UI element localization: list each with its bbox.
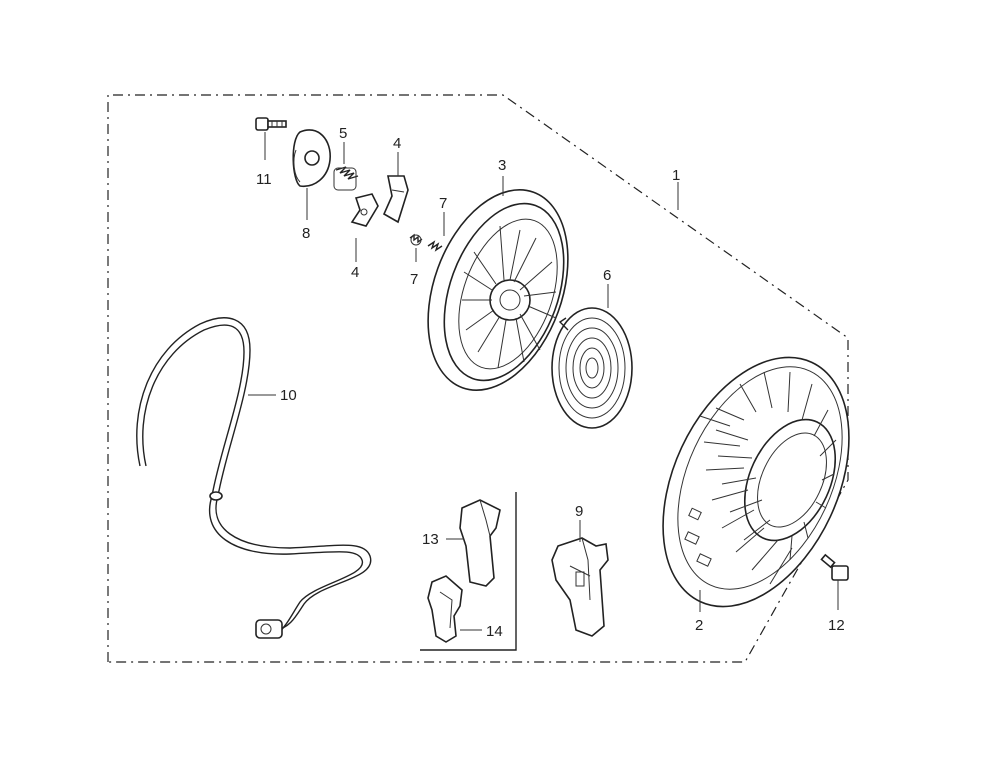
callout-2: 2	[695, 617, 703, 634]
part-9-knob	[551, 537, 609, 637]
callout-12: 12	[828, 617, 845, 634]
part-13-starter-grip	[459, 499, 501, 587]
leader-lines	[248, 132, 839, 631]
part-11-bolt	[255, 117, 287, 131]
part-4-ratchet-upper	[382, 175, 409, 224]
callout-labels: 1 2 3 4 4 5 6 7 7 8 9 10 11 12 13 14	[256, 125, 845, 640]
callout-14: 14	[486, 623, 503, 640]
callout-6: 6	[603, 267, 611, 284]
callout-10: 10	[280, 387, 297, 404]
part-12-bolt	[820, 553, 849, 581]
part-8-ratchet-guide	[292, 129, 331, 187]
callout-13: 13	[422, 531, 439, 548]
part-5-spring	[333, 166, 359, 191]
callout-8: 8	[302, 225, 310, 242]
callout-11: 11	[256, 171, 272, 188]
callout-7-lower: 7	[410, 271, 418, 288]
callout-4-upper: 4	[393, 135, 401, 152]
inset-frame	[420, 492, 517, 651]
part-2-recoil-case	[662, 356, 850, 608]
callout-9: 9	[575, 503, 583, 520]
callout-4-lower: 4	[351, 264, 359, 281]
part-6-recoil-spring	[551, 307, 633, 429]
part-7-spring-b	[409, 233, 423, 246]
part-10-rope	[136, 317, 372, 639]
callout-5: 5	[339, 125, 347, 142]
part-7-spring-a	[427, 240, 443, 252]
assembly-boundary	[107, 94, 849, 663]
part-4-ratchet-lower	[350, 193, 379, 227]
callout-7-upper: 7	[439, 195, 447, 212]
part-3-reel	[427, 189, 569, 391]
callout-1: 1	[672, 167, 680, 184]
part-14-grip-insert	[427, 575, 463, 643]
callout-3: 3	[498, 157, 506, 174]
